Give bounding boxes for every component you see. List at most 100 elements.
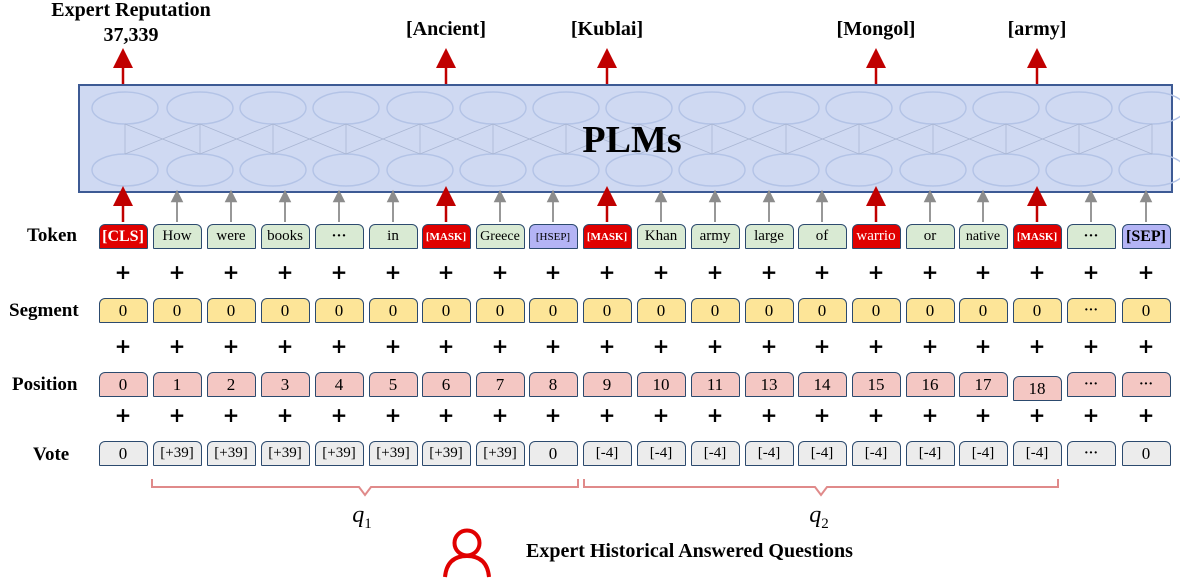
plus-sign: + — [1082, 334, 1100, 358]
neuron-connection — [858, 123, 934, 155]
segment-box: 0 — [152, 298, 202, 323]
segment-box: 0 — [98, 298, 148, 323]
position-box: 15 — [851, 372, 901, 397]
token-box: were — [206, 224, 256, 249]
plus-sign: + — [1137, 334, 1155, 358]
position-box: 16 — [905, 372, 955, 397]
plus-sign: + — [384, 403, 402, 427]
plus-sign: + — [168, 260, 186, 284]
plus-sign: + — [437, 260, 455, 284]
plus-sign: + — [491, 403, 509, 427]
plm-box — [78, 84, 1173, 193]
vote-box: [+39] — [152, 441, 202, 466]
segment-box: 0 — [1121, 298, 1171, 323]
vote-box: [+39] — [260, 441, 310, 466]
plus-sign: + — [114, 260, 132, 284]
vote-box: ··· — [1066, 441, 1116, 466]
segment-box: 0 — [206, 298, 256, 323]
neuron-connection — [492, 123, 567, 155]
plus-sign: + — [168, 403, 186, 427]
vote-box: [-4] — [905, 441, 955, 466]
plus-sign: + — [921, 403, 939, 427]
segment-box: 0 — [582, 298, 632, 323]
vote-box: [+39] — [314, 441, 364, 466]
plus-sign: + — [330, 334, 348, 358]
token-box: ··· — [1066, 224, 1116, 249]
neuron-connection — [711, 123, 787, 155]
token-box: army — [690, 224, 740, 249]
plus-sign: + — [222, 260, 240, 284]
vote-box: [-4] — [1012, 441, 1062, 466]
neuron-connection — [785, 123, 860, 155]
position-box: 11 — [690, 372, 740, 397]
token-box: [MASK] — [421, 224, 471, 249]
plus-sign: + — [114, 334, 132, 358]
token-box: [HSEP] — [528, 224, 578, 249]
segment-box: 0 — [475, 298, 525, 323]
plus-sign: + — [544, 260, 562, 284]
neuron-connection — [1078, 123, 1153, 155]
vote-box: [-4] — [744, 441, 794, 466]
token-box: [MASK] — [1012, 224, 1062, 249]
plus-sign: + — [974, 260, 992, 284]
token-box: books — [260, 224, 310, 249]
plus-sign: + — [1082, 260, 1100, 284]
token-box: [MASK] — [582, 224, 632, 249]
plus-sign: + — [813, 403, 831, 427]
plus-sign: + — [652, 403, 670, 427]
plus-sign: + — [330, 260, 348, 284]
plus-sign: + — [276, 260, 294, 284]
neuron-connection — [565, 123, 640, 155]
segment-box: 0 — [368, 298, 418, 323]
vote-box: [-4] — [636, 441, 686, 466]
output-label: [Kublai] — [571, 18, 643, 40]
position-box: ··· — [1066, 372, 1116, 397]
plus-sign: + — [652, 260, 670, 284]
position-box: 6 — [421, 372, 471, 397]
neuron-connection — [419, 123, 494, 155]
token-box: [SEP] — [1121, 224, 1171, 249]
neuron-connection — [932, 123, 1007, 155]
plus-sign: + — [276, 334, 294, 358]
plus-sign: + — [974, 334, 992, 358]
plus-sign: + — [1028, 403, 1046, 427]
plus-sign: + — [921, 260, 939, 284]
group-label-q2: q2 — [809, 502, 829, 532]
group-brace — [151, 479, 579, 497]
plus-sign: + — [114, 403, 132, 427]
row-label-token: Token — [27, 225, 77, 246]
plus-sign: + — [760, 334, 778, 358]
position-box: 1 — [152, 372, 202, 397]
plus-sign: + — [437, 403, 455, 427]
row-label-vote: Vote — [33, 444, 70, 465]
segment-box: 0 — [690, 298, 740, 323]
position-box: 8 — [528, 372, 578, 397]
plus-sign: + — [1137, 260, 1155, 284]
plus-sign: + — [867, 403, 885, 427]
position-box: 3 — [260, 372, 310, 397]
plus-sign: + — [222, 403, 240, 427]
segment-box: 0 — [744, 298, 794, 323]
plus-sign: + — [813, 334, 831, 358]
plus-sign: + — [706, 403, 724, 427]
segment-box: 0 — [636, 298, 686, 323]
plus-sign: + — [384, 260, 402, 284]
row-label-segment: Segment — [9, 300, 79, 321]
output-label: [army] — [1008, 18, 1067, 40]
plus-sign: + — [276, 403, 294, 427]
plus-sign: + — [437, 334, 455, 358]
token-box: [CLS] — [98, 224, 148, 249]
position-box: 2 — [206, 372, 256, 397]
position-box: 5 — [368, 372, 418, 397]
group-brace — [583, 479, 1059, 497]
position-box: ··· — [1121, 372, 1171, 397]
plus-sign: + — [222, 334, 240, 358]
plus-sign: + — [1137, 403, 1155, 427]
vote-box: [-4] — [797, 441, 847, 466]
position-box: 18 — [1012, 376, 1062, 401]
plus-sign: + — [1082, 403, 1100, 427]
row-label-position: Position — [12, 374, 78, 395]
position-box: 14 — [797, 372, 847, 397]
